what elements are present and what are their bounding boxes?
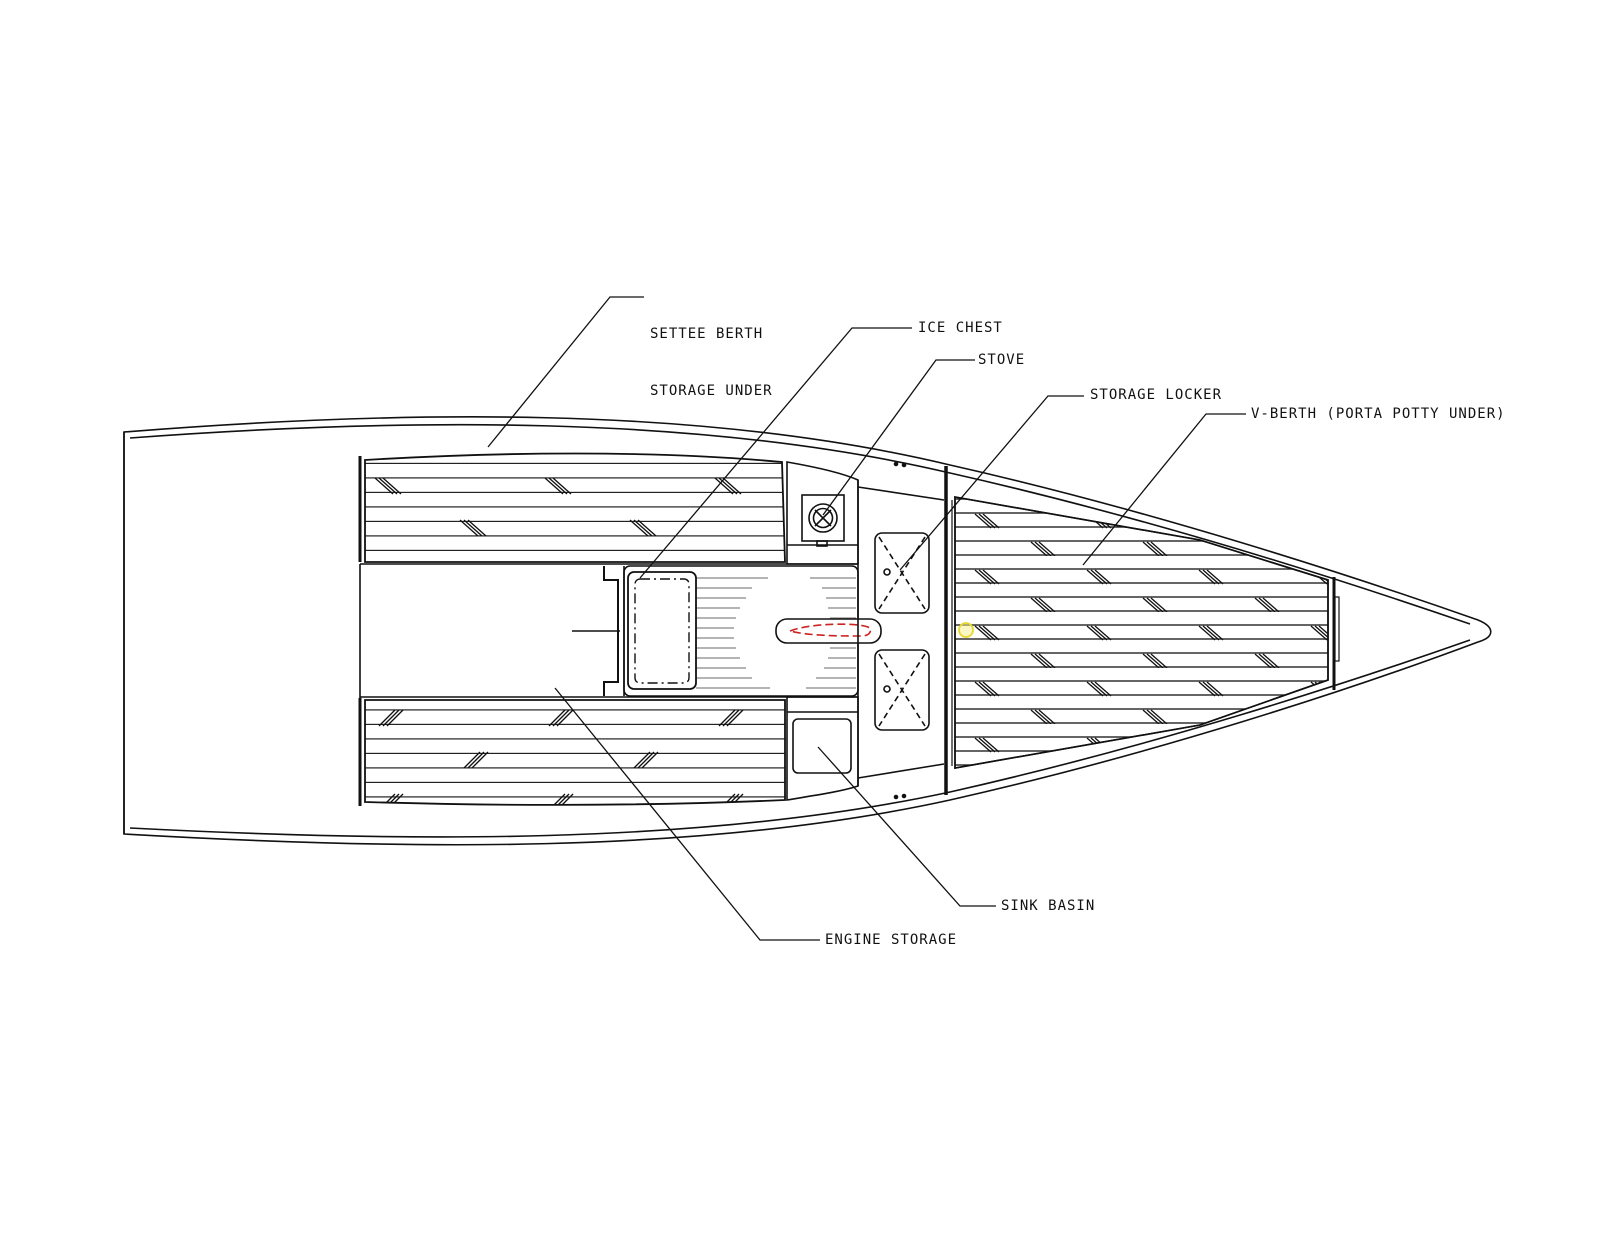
cabin-sole: [623, 565, 859, 697]
settee-berth-starboard: [358, 696, 858, 806]
label-settee-berth: SETTEE BERTH STORAGE UNDER: [650, 287, 773, 420]
label-sink-basin: SINK BASIN: [1001, 898, 1096, 914]
v-berth: [954, 496, 1340, 769]
marker-icon: [958, 622, 974, 638]
label-v-berth: V-BERTH (PORTA POTTY UNDER): [1251, 406, 1506, 422]
label-settee-line1: SETTEE BERTH: [650, 326, 764, 342]
label-ice-chest: ICE CHEST: [918, 320, 1003, 336]
ice-chest: [627, 571, 697, 690]
hull-outline: [123, 416, 1492, 846]
engine-storage: [359, 564, 625, 698]
stove: [786, 461, 859, 565]
storage-locker-starboard: [874, 649, 930, 731]
leader-lines: [487, 296, 1246, 941]
sink-basin: [786, 696, 859, 801]
label-stove: STOVE: [978, 352, 1026, 368]
label-storage-locker: STORAGE LOCKER: [1090, 387, 1223, 403]
label-engine-storage: ENGINE STORAGE: [825, 932, 958, 948]
label-settee-line2: STORAGE UNDER: [650, 383, 773, 399]
bulkhead: [944, 466, 953, 795]
settee-berth-port: [358, 452, 858, 565]
centerboard-trunk: [775, 618, 882, 644]
storage-locker-port: [874, 532, 930, 614]
